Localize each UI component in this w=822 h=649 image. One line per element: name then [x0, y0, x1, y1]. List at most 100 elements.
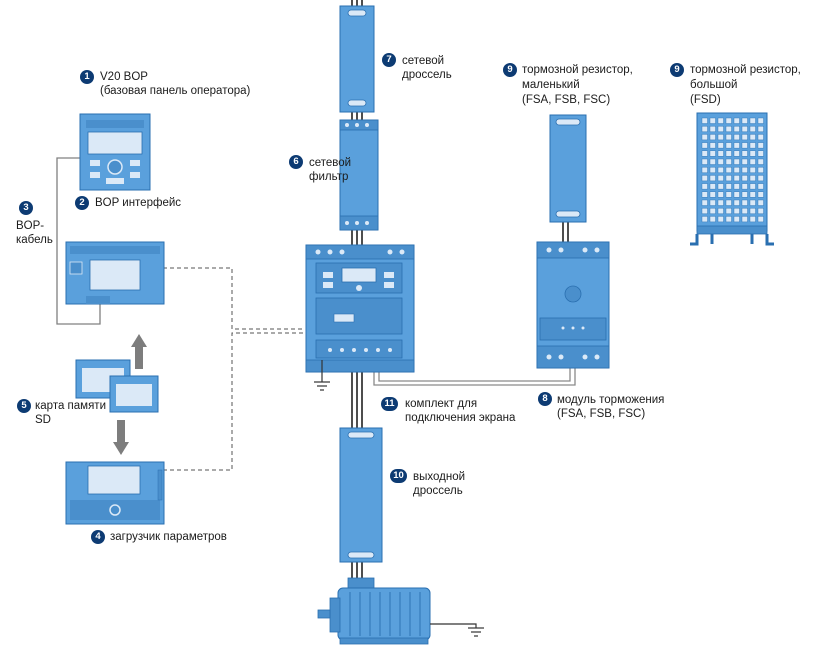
resistor-grid-hole [749, 117, 756, 124]
resistor-grid-hole [741, 150, 748, 157]
resistor-grid-hole [733, 134, 740, 141]
resistor-grid-hole [701, 134, 708, 141]
arrow-down-icon [113, 420, 129, 455]
resistor-grid-hole [725, 207, 732, 214]
output-choke-device [339, 427, 383, 563]
resistor-grid-hole [717, 191, 724, 198]
motor-device [317, 577, 431, 645]
resistor-grid-hole [701, 117, 708, 124]
resistor-grid-hole [757, 175, 764, 182]
bop-title: V20 BOP [100, 71, 148, 83]
resistor-grid-hole [725, 134, 732, 141]
resistor-grid-hole [741, 175, 748, 182]
resistor-grid-hole [733, 207, 740, 214]
resistor-grid-hole [725, 166, 732, 173]
resistor-grid-hole [709, 117, 716, 124]
resistor-grid-hole [701, 150, 708, 157]
resistor-grid-hole [701, 166, 708, 173]
sd-card-label-1: карта памяти [35, 400, 106, 412]
shield-kit-number-badge: 11 [381, 397, 398, 411]
resistor-grid-hole [741, 134, 748, 141]
resistor-grid-hole [741, 125, 748, 132]
resistor-grid-hole [701, 191, 708, 198]
resistor-grid-hole [709, 216, 716, 223]
ground-symbol-inverter [314, 360, 330, 391]
resistor-grid-hole [709, 125, 716, 132]
param-loader-label: загрузчик параметров [110, 531, 227, 543]
resistor-grid-hole [733, 166, 740, 173]
resistor-grid-hole [709, 191, 716, 198]
power-wires [351, 0, 569, 582]
resistor-grid-hole [717, 134, 724, 141]
dashed-link-loader [163, 332, 305, 471]
resistor-grid-hole [757, 166, 764, 173]
resistor-grid-hole [701, 158, 708, 165]
line-choke-number-badge: 7 [382, 53, 396, 67]
resistor-grid-hole [741, 183, 748, 190]
resistor-grid-hole [749, 199, 756, 206]
resistor-grid-hole [717, 199, 724, 206]
sd-card-device [75, 359, 159, 413]
brake-resistor-large-number-badge: 9 [670, 63, 684, 77]
resistor-grid-hole [725, 125, 732, 132]
bop-cable-number-badge: 3 [19, 201, 33, 215]
bop-cable-label-1: BOP- [16, 220, 45, 232]
resistor-grid-hole [757, 142, 764, 149]
ground-symbol-motor [430, 623, 484, 637]
shield-kit-label-1: комплект для [405, 398, 478, 410]
resistor-grid-hole [757, 150, 764, 157]
inverter-device [305, 244, 415, 373]
resistor-grid-hole [741, 191, 748, 198]
resistor-grid-hole [757, 134, 764, 141]
resistor-grid-hole [725, 117, 732, 124]
resistor-grid-hole [749, 207, 756, 214]
line-filter-device [339, 119, 379, 231]
brake-resistor-large-label-1: тормозной резистор, [690, 64, 801, 76]
bop-device [79, 113, 151, 191]
resistor-grid-hole [717, 216, 724, 223]
resistor-grid-hole [749, 191, 756, 198]
resistor-grid-hole [741, 207, 748, 214]
brake-resistor-small-label-3: (FSA, FSB, FSC) [522, 94, 611, 106]
resistor-grid-hole [725, 150, 732, 157]
resistor-grid-hole [709, 183, 716, 190]
output-choke-label-2: дроссель [413, 485, 463, 497]
resistor-grid-hole [749, 175, 756, 182]
resistor-grid-hole [749, 216, 756, 223]
resistor-grid-hole [709, 199, 716, 206]
resistor-grid-hole [741, 166, 748, 173]
resistor-grid-hole [717, 150, 724, 157]
resistor-grid-hole [757, 191, 764, 198]
resistor-grid-hole [757, 125, 764, 132]
resistor-grid-hole [725, 158, 732, 165]
resistor-grid-hole [701, 207, 708, 214]
brake-module-label-1: модуль торможения [557, 394, 665, 406]
resistor-grid-hole [709, 158, 716, 165]
resistor-grid-hole [757, 183, 764, 190]
resistor-grid-hole [717, 125, 724, 132]
resistor-grid-hole [725, 183, 732, 190]
brake-module-number-badge: 8 [538, 392, 552, 406]
resistor-grid-hole [717, 175, 724, 182]
brake-resistor-large-label-3: (FSD) [690, 94, 721, 106]
resistor-grid-hole [733, 125, 740, 132]
brake-resistor-small-number-badge: 9 [503, 63, 517, 77]
resistor-grid-hole [701, 183, 708, 190]
param-loader-number-badge: 4 [91, 530, 105, 544]
resistor-grid-hole [717, 142, 724, 149]
resistor-grid-hole [733, 183, 740, 190]
line-choke-label-1: сетевой [402, 55, 445, 67]
resistor-grid-hole [717, 166, 724, 173]
resistor-grid-hole [749, 166, 756, 173]
resistor-grid-hole [741, 158, 748, 165]
resistor-grid-hole [709, 150, 716, 157]
brake-link-line-2 [378, 368, 571, 382]
resistor-grid-hole [733, 142, 740, 149]
param-loader-device [65, 461, 165, 525]
line-choke-device [339, 5, 375, 113]
resistor-grid-hole [749, 150, 756, 157]
resistor-grid-hole [733, 158, 740, 165]
brake-module-label-2: (FSA, FSB, FSC) [557, 408, 646, 420]
resistor-grid-hole [717, 158, 724, 165]
